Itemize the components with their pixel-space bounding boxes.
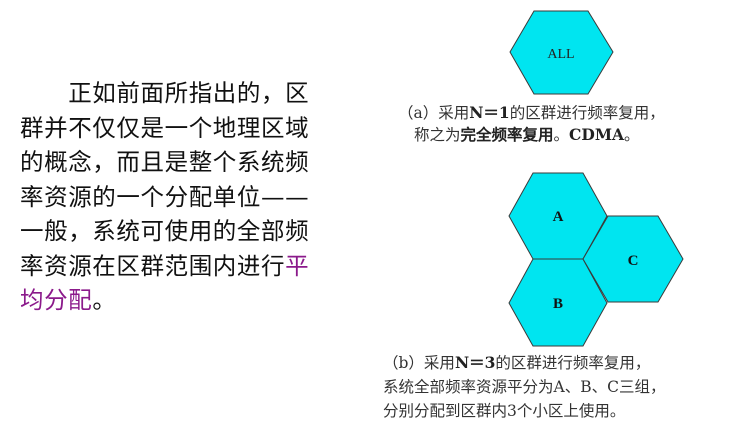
caption-a-line-1: （a）采用N＝1的区群进行频率复用， xyxy=(398,103,665,123)
paragraph-line-1: 正如前面所指出的，区 xyxy=(20,79,310,107)
caption-a2-mid: 。 xyxy=(553,126,570,144)
caption-a-line-2: 称之为完全频率复用。CDMA。 xyxy=(414,125,640,145)
caption-a2-prefix: 称之为 xyxy=(414,126,461,144)
highlight-ping: 平 xyxy=(285,251,310,280)
caption-a2-cdma: CDMA xyxy=(569,125,625,144)
paragraph-line-2: 群并不仅仅是一个地理区域 xyxy=(20,113,310,142)
caption-a-n1: N＝1 xyxy=(469,103,510,122)
paragraph-line-4: 率资源的一个分配单位—— xyxy=(20,182,310,211)
caption-b-line-2: 系统全部频率资源平分为A、B、C三组， xyxy=(383,378,666,396)
hex-b-label: B xyxy=(553,296,563,312)
paragraph-line-6-text: 率资源在区群范围内进行 xyxy=(20,251,286,280)
caption-a2-bold: 完全频率复用 xyxy=(460,125,554,144)
hex-c xyxy=(582,215,684,303)
paragraph-line-6: 率资源在区群范围内进行平 xyxy=(20,249,350,284)
paragraph-line-3: 的概念，而且是整个系统频 xyxy=(20,148,310,176)
caption-b-line-3: 分别分配到区群内3个小区上使用。 xyxy=(383,402,626,420)
hex-all xyxy=(509,10,614,95)
paragraph-line-7-tail: 。 xyxy=(92,286,117,314)
caption-a-suffix: 的区群进行频率复用， xyxy=(509,104,665,122)
caption-b-line-1: （b）采用N＝3的区群进行频率复用， xyxy=(383,353,650,373)
caption-a2-suffix: 。 xyxy=(624,126,640,144)
caption-b-suffix: 的区群进行频率复用， xyxy=(495,354,651,372)
hex-all-label: ALL xyxy=(547,47,574,62)
caption-b-n3: N＝3 xyxy=(454,353,496,372)
highlight-junfenpei: 均分配 xyxy=(20,286,93,314)
caption-a-prefix: （a）采用 xyxy=(398,104,470,122)
caption-b-prefix: （b）采用 xyxy=(383,354,455,372)
hex-a-label: A xyxy=(553,209,564,225)
paragraph-line-5: 一般，系统可使用的全部频 xyxy=(20,217,310,245)
paragraph-line-7: 均分配。 xyxy=(20,283,350,318)
hex-c-label: C xyxy=(628,253,639,269)
body-paragraph: 正如前面所指出的，区 群并不仅仅是一个地理区域 的概念，而且是整个系统频 率资源… xyxy=(20,76,350,318)
